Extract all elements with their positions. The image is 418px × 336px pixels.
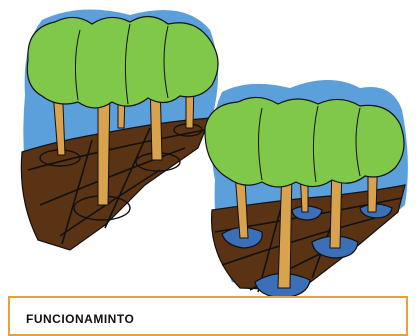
dry-field-panel (21, 10, 218, 250)
irrigated-field-panel (205, 80, 408, 298)
irrigation-illustration (0, 0, 418, 326)
irrigation-diagram: FUNCIONAMINTO (0, 0, 418, 326)
caption-title: FUNCIONAMINTO (26, 312, 134, 326)
tree-canopy (205, 97, 404, 187)
caption-box: FUNCIONAMINTO (8, 296, 408, 336)
tree-canopy (27, 16, 218, 108)
